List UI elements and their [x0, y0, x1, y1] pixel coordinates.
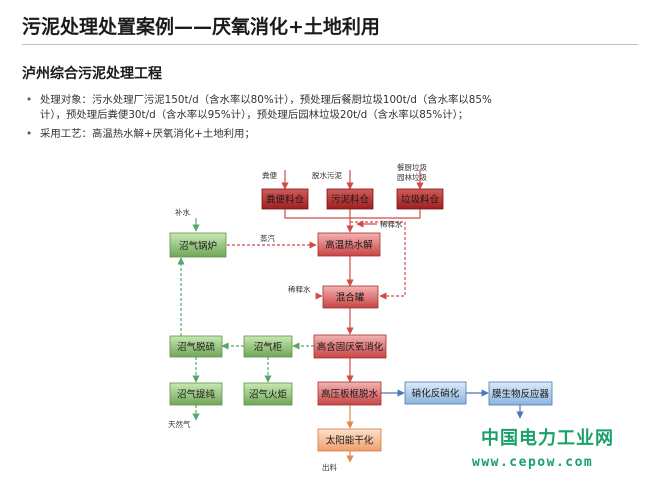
box-flare: 沼气火炬 — [243, 382, 293, 406]
box-desulfurization: 沼气脱硫 — [169, 335, 223, 358]
label-dilution-water-1: 稀释水 — [380, 219, 403, 229]
bullet-treatment-object: 处理对象：污水处理厂污泥150t/d（含水率以80%计），预处理后餐厨垃圾100… — [26, 93, 626, 123]
label-make-up-water: 补水 — [175, 207, 190, 217]
bullet-process: 采用工艺：高温热水解+厌氧消化+土地利用； — [26, 127, 626, 142]
box-thermal-hydrolysis: 高温热水解 — [317, 232, 381, 257]
bullet-text-line: 处理对象：污水处理厂污泥150t/d（含水率以80%计），预处理后餐厨垃圾100… — [40, 94, 492, 106]
box-label: 沼气锅炉 — [179, 240, 217, 252]
box-label: 膜生物反应器 — [492, 388, 550, 400]
box-label: 太阳能干化 — [326, 435, 374, 447]
box-label: 沼气火炬 — [249, 389, 288, 401]
box-label: 垃圾料仓 — [401, 194, 440, 206]
bullet-text-line: 计），预处理后粪便30t/d（含水率以95%计），预处理后园林垃圾20t/d（含… — [40, 109, 469, 121]
box-membrane-bioreactor: 膜生物反应器 — [488, 381, 553, 406]
flow-labels: 粪便 脱水污泥 餐厨垃圾 园林垃圾 稀释水 补水 蒸汽 稀释水 天然气 出料 — [168, 162, 427, 472]
box-label: 粪便料仓 — [266, 194, 305, 206]
box-digestion: 高含固厌氧消化 — [313, 334, 387, 359]
label-steam: 蒸汽 — [260, 233, 275, 243]
label-manure-input: 粪便 — [262, 170, 277, 180]
label-garden-waste: 园林垃圾 — [397, 172, 427, 182]
box-dewatering: 高压板框脱水 — [317, 381, 382, 406]
bullet-text-line: 采用工艺：高温热水解+厌氧消化+土地利用； — [40, 128, 255, 140]
box-biogas-boiler: 沼气锅炉 — [169, 232, 227, 258]
label-dilution-water-2: 稀释水 — [288, 284, 311, 294]
title-divider — [22, 44, 638, 45]
box-purification: 沼气提纯 — [169, 382, 223, 406]
page-title: 污泥处理处置案例——厌氧消化+土地利用 — [22, 16, 380, 38]
box-sludge-bin: 污泥料仓 — [326, 188, 374, 210]
watermark-site-name: 中国电力工业网 — [481, 428, 614, 449]
flow-connectors — [177, 170, 524, 463]
box-label: 高含固厌氧消化 — [317, 341, 384, 353]
box-label: 沼气提纯 — [177, 389, 216, 401]
box-label: 高压板框脱水 — [321, 388, 379, 400]
box-manure-bin: 粪便料仓 — [261, 188, 309, 210]
box-nitrification: 硝化反硝化 — [404, 381, 467, 405]
label-natural-gas: 天然气 — [168, 419, 191, 429]
arrow-bins-to-hydrolysis — [284, 209, 421, 232]
box-solar-drying: 太阳能干化 — [317, 428, 382, 452]
box-waste-bin: 垃圾料仓 — [396, 188, 444, 210]
box-label: 高温热水解 — [325, 239, 373, 251]
label-sludge-input: 脱水污泥 — [312, 170, 342, 180]
box-label: 沼气脱硫 — [177, 341, 216, 353]
label-kitchen-waste: 餐厨垃圾 — [397, 162, 427, 172]
box-gas-holder: 沼气柜 — [243, 335, 293, 358]
box-mixing-tank: 混合罐 — [322, 285, 379, 309]
arrow-recycle-loop — [350, 221, 406, 300]
flow-boxes: 粪便料仓 污泥料仓 垃圾料仓 高温热水解 混合罐 高含固厌氧消化 高压板框脱水 — [169, 188, 553, 452]
box-label: 污泥料仓 — [331, 194, 370, 206]
watermark-site-url: www.cepow.com — [472, 455, 594, 470]
box-label: 沼气柜 — [254, 341, 283, 353]
box-label: 混合罐 — [336, 292, 365, 304]
label-output: 出料 — [322, 462, 337, 472]
box-label: 硝化反硝化 — [412, 388, 460, 400]
bullet-list: 处理对象：污水处理厂污泥150t/d（含水率以80%计），预处理后餐厨垃圾100… — [26, 93, 626, 146]
section-subtitle: 泸州综合污泥处理工程 — [22, 66, 162, 82]
